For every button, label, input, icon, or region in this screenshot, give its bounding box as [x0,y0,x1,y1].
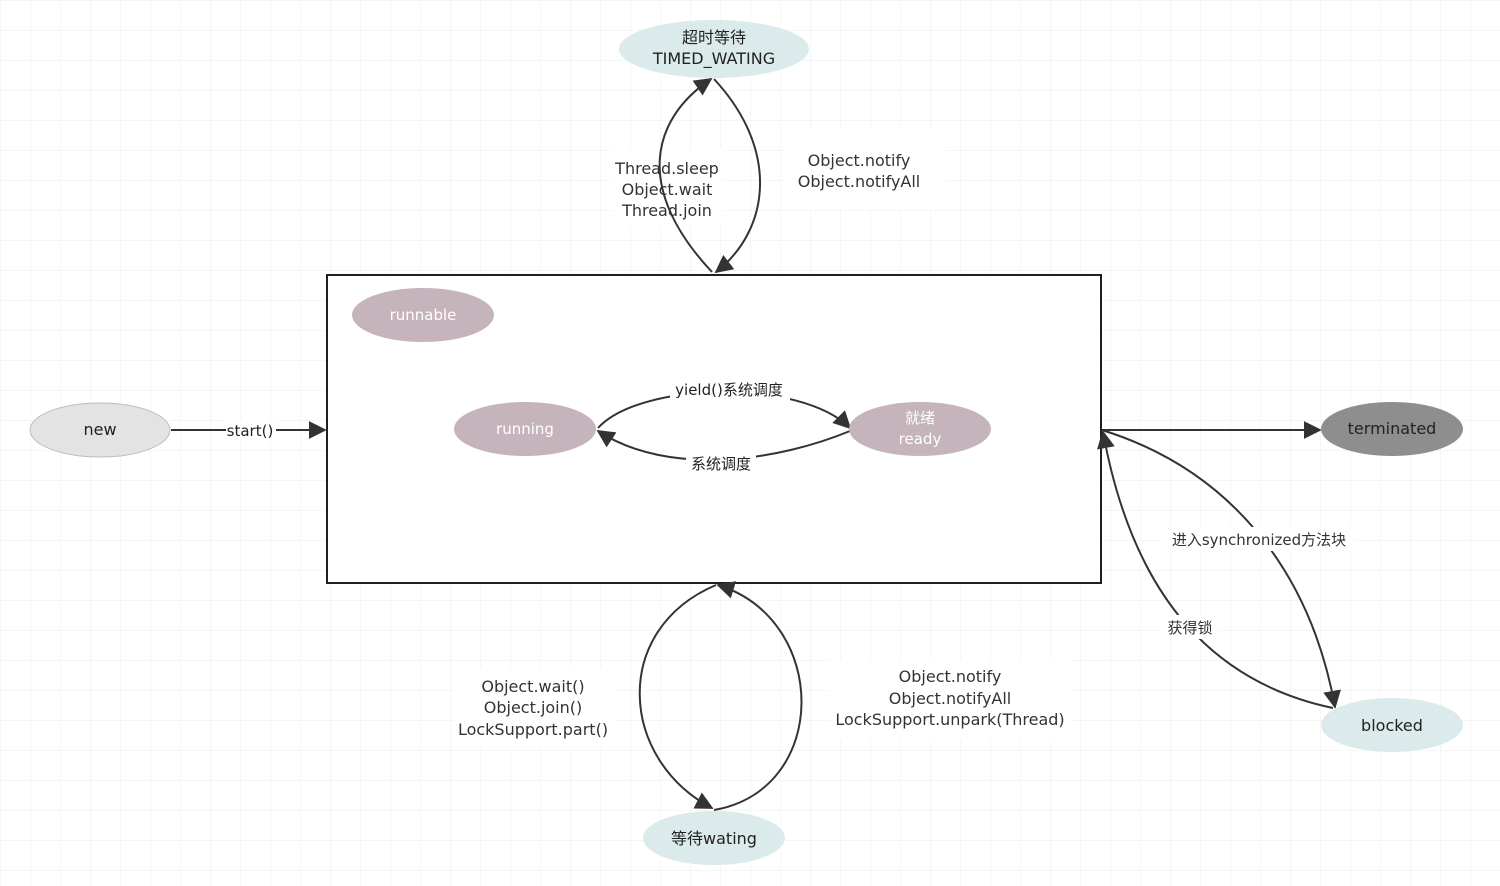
edge-label-to-timed-3: Thread.join [621,201,712,220]
edge-label-from-blocked: 获得锁 [1167,619,1212,637]
runnable-ellipse [352,288,494,342]
waiting-ellipse [643,811,785,865]
terminated-ellipse [1321,402,1463,456]
node-running: running [454,402,596,456]
terminated-label: terminated [1348,419,1437,438]
edge-label-from-timed-2: Object.notifyAll [798,172,921,191]
edge-label-to-waiting-2: Object.join() [484,698,583,717]
runnable-label: runnable [390,306,457,324]
edge-to-timed-waiting [658,77,713,273]
edge-label-from-waiting-3: LockSupport.unpark(Thread) [835,710,1064,729]
edge-label-from-timed-1: Object.notify [808,151,911,170]
timed-waiting-label-en: TIMED_WATING [652,49,775,69]
node-timed-waiting: 超时等待 TIMED_WATING [619,20,809,78]
new-ellipse [29,402,171,458]
blocked-label: blocked [1361,716,1423,735]
running-label: running [496,420,554,438]
edge-label-to-timed-1: Thread.sleep [614,159,719,178]
edge-label-start: start() [227,422,274,440]
edge-label-from-waiting-1: Object.notify [899,667,1002,686]
edge-from-timed-waiting [713,78,761,274]
waiting-label: 等待wating [671,829,757,848]
edge-label-to-blocked: 进入synchronized方法块 [1172,531,1346,549]
label-bg-from-waiting [830,660,1070,740]
label-bg-to-waiting [455,668,615,748]
edge-to-waiting [638,584,717,809]
node-ready: 就绪 ready [849,402,991,456]
label-bg-to-timed [612,150,722,226]
running-ellipse [454,402,596,456]
edge-label-to-waiting-1: Object.wait() [481,677,584,696]
edge-label-from-waiting-2: Object.notifyAll [889,689,1012,708]
ready-label-en: ready [899,430,942,448]
ready-ellipse [849,402,991,456]
label-bg-start [226,420,276,442]
timed-waiting-ellipse [619,20,809,78]
label-bg-yield [670,378,790,400]
edge-label-to-waiting-3: LockSupport.part() [458,720,608,739]
node-runnable: runnable [352,288,494,342]
new-label: new [83,420,116,439]
edge-from-waiting [713,581,803,811]
label-bg-from-blocked [1162,615,1218,639]
label-bg-schedule [686,452,756,474]
node-blocked: blocked [1321,698,1463,752]
node-waiting: 等待wating [643,811,785,865]
node-new: new [29,402,171,458]
label-bg-from-timed [785,130,945,210]
edge-label-schedule: 系统调度 [691,455,751,473]
ready-label-cn: 就绪 [905,409,935,427]
edge-label-yield: yield()系统调度 [675,381,783,399]
node-terminated: terminated [1321,402,1463,456]
label-bg-to-blocked [1162,527,1354,551]
edge-label-to-timed-2: Object.wait [622,180,713,199]
edge-from-blocked [1097,430,1334,709]
blocked-ellipse [1321,698,1463,752]
timed-waiting-label-cn: 超时等待 [682,28,746,47]
